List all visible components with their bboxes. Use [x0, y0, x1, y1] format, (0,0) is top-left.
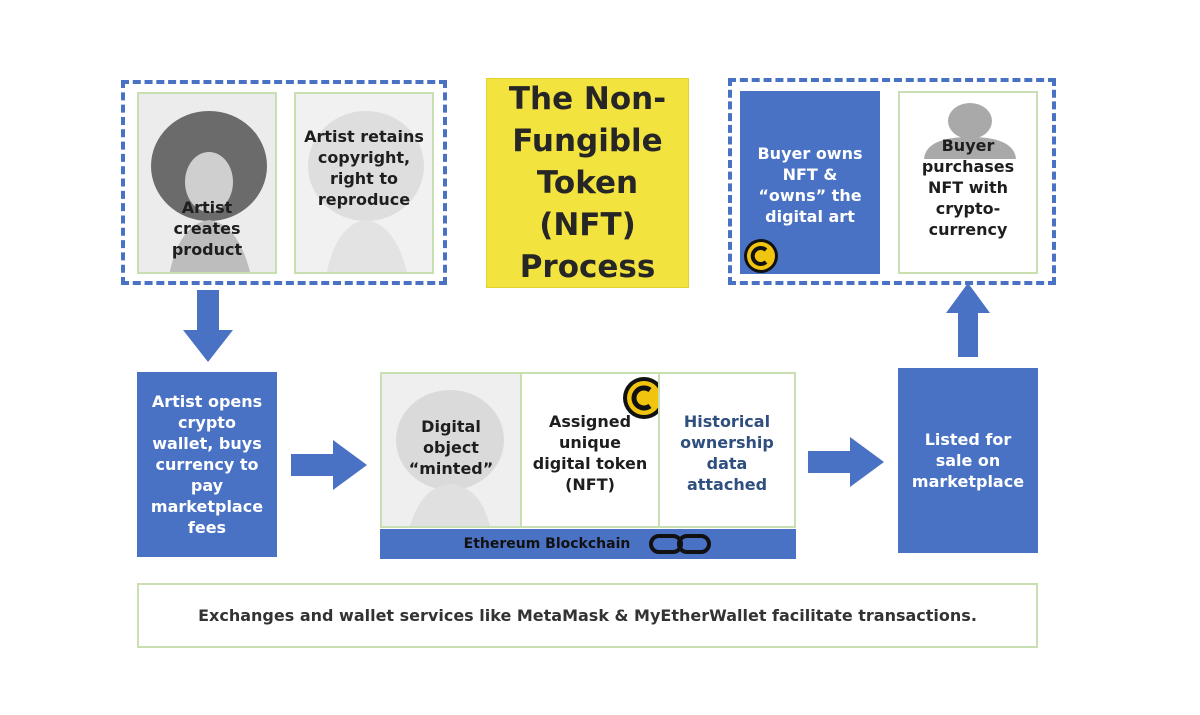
artist-group — [121, 80, 447, 285]
digital-object-text: Digital object “minted” — [408, 416, 494, 478]
arrow-down-icon — [183, 290, 233, 362]
coin-icon — [744, 239, 778, 273]
listed-text: Listed for sale on marketplace — [911, 430, 1025, 491]
arrow-right-icon — [291, 440, 367, 490]
artist-retains-text: Artist retains copyright, right to repro… — [304, 127, 424, 209]
buyer-owns-text: Buyer owns NFT & “owns” the digital art — [757, 144, 863, 226]
chain-link-icon — [649, 534, 712, 554]
assigned-token-text: Assigned unique digital token (NFT) — [532, 412, 648, 494]
arrow-right-icon — [808, 437, 884, 487]
page-title: The Non- Fungible Token (NFT) Process — [486, 78, 689, 288]
coin-icon — [623, 377, 665, 419]
artist-opens-text: Artist opens crypto wallet, buys currenc… — [150, 392, 264, 537]
user-silhouette-icon — [924, 103, 1016, 159]
portrait-faded-icon — [296, 94, 432, 272]
assigned-token-cell: Assigned unique digital token (NFT) — [520, 374, 665, 526]
buyer-group — [728, 78, 1056, 285]
historical-cell: Historical ownership data attached — [658, 374, 794, 526]
footer-note: Exchanges and wallet services like MetaM… — [137, 583, 1038, 648]
artist-creates-text: Artist creates product — [171, 197, 243, 259]
historical-text: Historical ownership data attached — [680, 412, 774, 494]
buyer-purchases-text: Buyer purchases NFT with crypto- currenc… — [921, 136, 1015, 239]
artist-creates-panel: Artist creates product — [137, 92, 277, 274]
listed-box: Listed for sale on marketplace — [898, 368, 1038, 553]
artist-opens-box: Artist opens crypto wallet, buys currenc… — [137, 372, 277, 557]
arrow-up-icon — [946, 283, 990, 357]
mint-panel: Digital object “minted” Assigned unique … — [380, 372, 796, 528]
buyer-purchases-panel: Buyer purchases NFT with crypto- currenc… — [898, 91, 1038, 274]
portrait-icon — [139, 94, 275, 272]
digital-object-cell: Digital object “minted” — [382, 374, 520, 526]
portrait-faded-icon — [396, 390, 504, 526]
blockchain-label: Ethereum Blockchain — [463, 536, 631, 552]
buyer-owns-box: Buyer owns NFT & “owns” the digital art — [740, 91, 880, 274]
footer-text: Exchanges and wallet services like MetaM… — [198, 606, 977, 625]
blockchain-strip: Ethereum Blockchain — [380, 529, 796, 559]
artist-retains-panel: Artist retains copyright, right to repro… — [294, 92, 434, 274]
